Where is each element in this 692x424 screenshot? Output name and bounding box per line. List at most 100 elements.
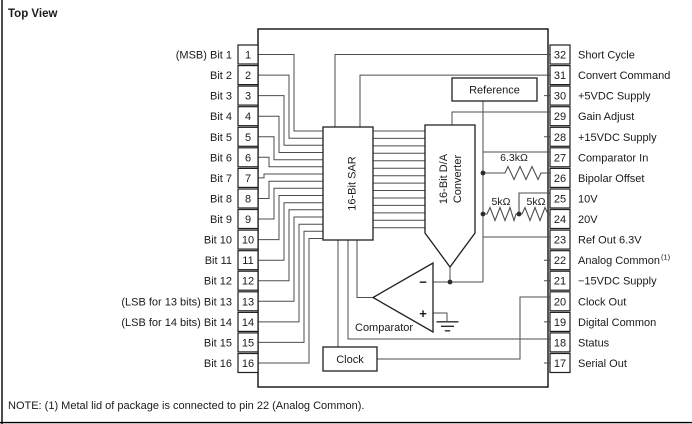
pin-left-9: 9 Bit 9 [210,208,259,230]
pin-label: Analog Common [578,255,660,267]
pin-number: 11 [242,255,253,267]
dac-block: 16-Bit D/A Converter [424,124,476,269]
pin-right-24: 24 20V [549,208,598,230]
resistor-5k-wires [483,192,550,223]
pin-left-14: 14 (LSB for 14 bits) Bit 14 [121,311,259,332]
pin-number: 10 [242,235,254,247]
convert-command-wire [359,74,550,127]
divider-tap-dot [516,211,522,217]
short-cycle-wire [334,54,550,127]
pin-right-21: 21 −15VDC Supply [549,270,657,291]
pin-number: 6 [245,152,251,164]
pin-label-superscript: (1) [661,253,671,262]
pin-label: Convert Command [578,70,670,82]
pin-number: 14 [242,317,254,329]
pin-right-20: 20 Clock Out [549,291,626,312]
reference-block: Reference [451,77,538,102]
resistor-6k3-wire [483,165,550,181]
pin-label: Serial Out [578,358,627,370]
opamp-minus-sign: − [419,275,427,290]
pin-label: Gain Adjust [578,111,634,123]
pin-number: 15 [242,337,254,349]
resistor-5k-left-label: 5kΩ [492,196,511,208]
pin-label: Bit 4 [210,111,232,123]
pin-number: 3 [245,91,251,103]
pin-label: Bit 3 [210,91,232,103]
range-junction-dot [480,211,486,217]
clock-block: Clock [322,346,378,372]
pin-number: 30 [554,91,566,103]
pin-number: 17 [554,358,566,370]
pin-number: 1 [245,50,251,62]
pin-label: +15VDC Supply [578,132,657,144]
pin-label: Digital Common [578,317,656,329]
pin-number: 19 [554,317,566,329]
pin-label: Bit 9 [210,214,232,226]
pin-label: (LSB for 13 bits) Bit 13 [121,296,232,308]
diagram-title: Top View [8,8,57,20]
pin-label: 20V [578,214,598,226]
pin-left-2: 2 Bit 2 [210,64,259,86]
pin-number: 7 [245,173,251,185]
comparator-output-wire [356,240,373,298]
pin-number: 24 [554,214,566,226]
pin-label: Bit 15 [204,337,232,349]
pin-number: 12 [242,276,254,288]
reference-bus-wire [482,101,550,282]
pin-number: 13 [242,296,254,308]
resistor-6k3-label: 6.3kΩ [500,152,528,164]
pin-number: 26 [554,173,566,185]
pin-label: Bit 8 [210,194,232,206]
pin-number: 5 [245,132,251,144]
pin-right-25: 25 10V [549,188,598,209]
pin-number: 25 [554,194,566,206]
pin-number: 18 [554,337,566,349]
pin-right-30: 30 +5VDC Supply [549,85,651,106]
sar-label: 16-Bit SAR [347,156,359,210]
pin-right-31: 31 Convert Command [549,64,670,86]
bipolar-junction-dot [480,170,486,176]
pin-label: Clock Out [578,296,626,308]
pin-number: 8 [245,194,251,206]
sar-block: 16-Bit SAR [322,126,374,241]
ground-symbol [436,321,459,332]
pin-left-5: 5 Bit 5 [210,126,259,147]
pin-label: Bit 11 [205,255,232,267]
pin-label: +5VDC Supply [578,91,651,103]
sar-dac-bus-wires [373,130,425,229]
pin-label: (MSB) Bit 1 [176,50,232,62]
pin-label: (LSB for 14 bits) Bit 14 [121,317,232,329]
pin-right-23: 23 Ref Out 6.3V [549,229,642,250]
right-pin-stubs [544,95,550,364]
pin-label: Short Cycle [578,50,635,62]
pin-left-13: 13 (LSB for 13 bits) Bit 13 [121,291,259,312]
pin-left-8: 8 Bit 8 [210,188,259,209]
pin-left-12: 12 Bit 12 [204,270,259,291]
pin-number: 4 [245,111,251,123]
pin-label: Comparator In [578,152,648,164]
resistor-5k-right-label: 5kΩ [527,196,546,208]
pin-label: Bit 10 [204,235,232,247]
pin-label: Bit 5 [210,132,232,144]
pin-number: 20 [554,296,566,308]
pin-right-32: 32 Short Cycle [549,44,635,65]
pin-number: 23 [554,235,566,247]
pin-right-22: 22 Analog Common (1) [549,250,671,271]
dac-output-wire [433,267,483,283]
pin-label: Bit 12 [204,276,232,288]
pin-left-11: 11 Bit 11 [205,250,259,271]
pin-number: 29 [554,111,566,123]
pin-right-18: 18 Status [549,332,610,353]
pin-number: 16 [242,358,254,370]
pin-label: 10V [578,194,598,206]
pin-number: 2 [245,70,251,82]
pin-right-27: 27 Comparator In [549,147,648,168]
clock-out-wire [377,296,550,360]
pin-label: Bit 16 [204,358,232,370]
pin-right-28: 28 +15VDC Supply [549,126,657,147]
pin-number: 28 [554,132,566,144]
reference-label: Reference [469,85,520,97]
gain-adjust-wire [451,111,550,125]
